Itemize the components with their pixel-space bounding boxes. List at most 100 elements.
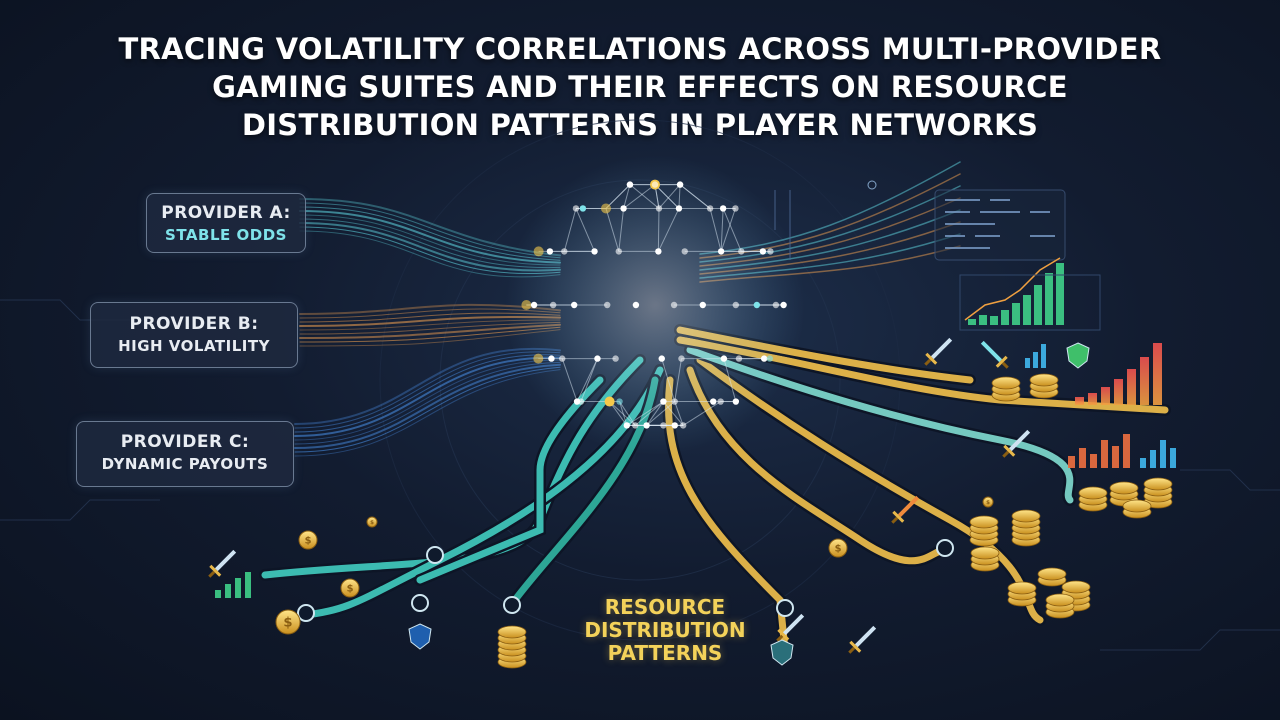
provider-b-label: PROVIDER B: HIGH VOLATILITY bbox=[90, 302, 298, 368]
sphere-node bbox=[591, 248, 597, 254]
chart-bar bbox=[215, 590, 221, 598]
coin-stack-icon bbox=[498, 626, 526, 638]
resource-line-2: DISTRIBUTION bbox=[560, 619, 770, 642]
sphere-node bbox=[732, 205, 738, 211]
sphere-node bbox=[721, 355, 727, 361]
track-node bbox=[427, 547, 443, 563]
sphere-node bbox=[605, 397, 615, 407]
sphere-node bbox=[733, 398, 739, 404]
sphere-node bbox=[559, 355, 565, 361]
chart-bar bbox=[1001, 310, 1009, 325]
track-node bbox=[298, 605, 314, 621]
sphere-node bbox=[550, 302, 556, 308]
sphere-node bbox=[548, 355, 554, 361]
coin-stack-icon bbox=[1110, 482, 1138, 494]
sphere-node bbox=[767, 355, 773, 361]
chart-bar bbox=[1041, 344, 1046, 368]
stream-line bbox=[295, 370, 560, 456]
sphere-node bbox=[580, 205, 586, 211]
track-node bbox=[412, 595, 428, 611]
track-node bbox=[504, 597, 520, 613]
sphere-node bbox=[678, 355, 684, 361]
sphere-node bbox=[676, 205, 682, 211]
dollar-sign: $ bbox=[305, 535, 312, 546]
sphere-node bbox=[671, 302, 677, 308]
sphere-node bbox=[754, 302, 760, 308]
chart-bar bbox=[1101, 440, 1108, 468]
chart-bar bbox=[1034, 285, 1042, 325]
coin-stack-icon bbox=[1038, 568, 1066, 580]
sphere-node bbox=[656, 205, 662, 211]
sphere-node bbox=[760, 248, 766, 254]
sword-icon bbox=[844, 622, 879, 657]
chart-bar bbox=[1153, 343, 1162, 405]
chart-bar bbox=[1140, 458, 1146, 468]
sphere-node bbox=[655, 248, 661, 254]
sphere-node bbox=[547, 248, 553, 254]
sphere-node bbox=[616, 248, 622, 254]
sphere-node bbox=[672, 422, 678, 428]
sphere-node bbox=[773, 302, 779, 308]
track-node bbox=[937, 540, 953, 556]
sphere-node bbox=[531, 302, 537, 308]
sphere-node bbox=[604, 302, 610, 308]
sphere-node bbox=[700, 302, 706, 308]
sphere-node bbox=[627, 181, 633, 187]
resource-line-3: PATTERNS bbox=[560, 642, 770, 665]
chart-bar bbox=[1012, 303, 1020, 325]
sphere-node bbox=[710, 398, 716, 404]
coin-stack-icon bbox=[1012, 510, 1040, 522]
chart-bar bbox=[1127, 369, 1136, 405]
sphere-node bbox=[632, 422, 638, 428]
chart-bar bbox=[1088, 393, 1097, 405]
sphere-node bbox=[733, 302, 739, 308]
sphere-node bbox=[738, 248, 744, 254]
chart-bar bbox=[1090, 454, 1097, 468]
sphere-node bbox=[660, 398, 666, 404]
sphere-node bbox=[601, 203, 611, 213]
provider-c-trait: DYNAMIC PAYOUTS bbox=[77, 453, 293, 475]
chart-bar bbox=[1123, 434, 1130, 468]
sword-icon bbox=[204, 546, 239, 581]
coin-stack-icon bbox=[971, 547, 999, 559]
stream-line bbox=[295, 365, 560, 448]
sphere-node bbox=[682, 248, 688, 254]
sphere-node bbox=[616, 398, 622, 404]
sphere-node bbox=[707, 205, 713, 211]
sphere-node bbox=[736, 355, 742, 361]
chart-bar bbox=[235, 578, 241, 598]
sphere-node bbox=[671, 398, 677, 404]
chart-bar bbox=[990, 316, 998, 325]
sword-icon bbox=[920, 334, 955, 369]
coin-stack-icon bbox=[1123, 500, 1151, 512]
sphere-node bbox=[720, 205, 726, 211]
sphere-node bbox=[534, 246, 544, 256]
sphere-node bbox=[561, 248, 567, 254]
coin-stack-icon bbox=[1030, 374, 1058, 386]
coin-stack-icon bbox=[1079, 487, 1107, 499]
dollar-sign: $ bbox=[283, 616, 292, 631]
coin-stack-icon bbox=[1062, 581, 1090, 593]
resource-line-1: RESOURCE bbox=[560, 596, 770, 619]
chart-bar bbox=[1075, 397, 1084, 405]
provider-b-name: PROVIDER B: bbox=[91, 313, 297, 335]
chart-bar bbox=[1033, 352, 1038, 368]
chart-bar bbox=[1023, 295, 1031, 325]
chart-bar bbox=[968, 319, 976, 325]
coin-stack-icon bbox=[970, 516, 998, 528]
shield-icon bbox=[1067, 343, 1089, 368]
provider-c-label: PROVIDER C: DYNAMIC PAYOUTS bbox=[76, 421, 294, 487]
chart-bar bbox=[1079, 448, 1086, 468]
chart-bar bbox=[1160, 440, 1166, 468]
sphere-node bbox=[571, 302, 577, 308]
dollar-sign: $ bbox=[835, 543, 842, 554]
sphere-node bbox=[624, 422, 630, 428]
chart-bar bbox=[1056, 263, 1064, 325]
sphere-node bbox=[761, 355, 767, 361]
chart-bar bbox=[1025, 358, 1030, 368]
chart-bar bbox=[1068, 456, 1075, 468]
sphere-node bbox=[573, 205, 579, 211]
dollar-sign: $ bbox=[347, 583, 354, 594]
provider-b-trait: HIGH VOLATILITY bbox=[91, 335, 297, 357]
provider-c-name: PROVIDER C: bbox=[77, 431, 293, 453]
